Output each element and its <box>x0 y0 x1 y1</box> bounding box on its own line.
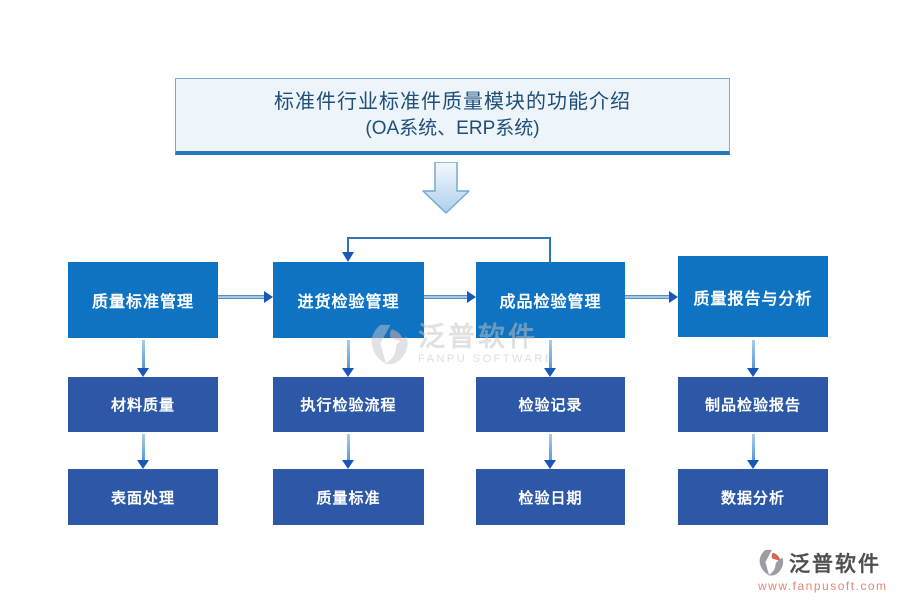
arrow-down-icon <box>747 340 759 377</box>
arrow-down-icon <box>342 434 354 469</box>
footer-logo: 泛普软件 www.fanpusoft.com <box>756 548 888 593</box>
arrow-down-icon <box>544 340 556 377</box>
arrow-down-icon <box>544 434 556 469</box>
title-box: 标准件行业标准件质量模块的功能介绍 (OA系统、ERP系统) <box>175 78 730 155</box>
arrow-down-icon <box>137 434 149 469</box>
header-label: 质量报告与分析 <box>693 290 813 308</box>
item-label: 制品检验报告 <box>704 397 801 414</box>
item-box-data-analysis: 数据分析 <box>678 469 828 525</box>
connector-right-drop-line <box>549 237 551 262</box>
connector-left-drop-line <box>347 237 349 253</box>
connector-left-arrowhead-icon <box>342 252 354 262</box>
arrow-down-icon <box>137 340 149 377</box>
item-box-inspection-date: 检验日期 <box>476 469 625 525</box>
arrow-right-icon <box>625 291 678 303</box>
item-label: 数据分析 <box>720 489 785 507</box>
item-box-material-quality: 材料质量 <box>68 377 218 432</box>
header-box-incoming-inspection-mgmt: 进货检验管理 <box>273 262 424 338</box>
header-box-quality-standard-mgmt: 质量标准管理 <box>68 262 218 338</box>
item-label: 执行检验流程 <box>300 397 397 414</box>
header-label: 质量标准管理 <box>91 294 194 311</box>
item-box-quality-standard: 质量标准 <box>273 469 424 525</box>
header-label: 进货检验管理 <box>297 294 400 311</box>
item-label: 表面处理 <box>110 489 175 507</box>
item-box-product-inspection-report: 制品检验报告 <box>678 377 828 432</box>
arrow-down-icon <box>342 340 354 377</box>
header-box-finished-product-inspection-mgmt: 成品检验管理 <box>476 262 625 338</box>
item-box-surface-treatment: 表面处理 <box>68 469 218 525</box>
page-subtitle: (OA系统、ERP系统) <box>365 118 540 139</box>
footer-logo-name: 泛普软件 <box>789 553 881 576</box>
item-label: 材料质量 <box>110 397 175 414</box>
arrow-down-icon <box>747 434 759 469</box>
arrow-right-icon <box>218 291 273 303</box>
fanpu-logo-icon <box>759 549 784 576</box>
big-down-arrow-icon <box>422 162 470 214</box>
header-box-quality-report-analysis: 质量报告与分析 <box>678 256 828 337</box>
item-box-execute-inspection-process: 执行检验流程 <box>273 377 424 432</box>
header-label: 成品检验管理 <box>499 294 602 311</box>
connector-horizontal-line <box>348 237 551 239</box>
item-label: 质量标准 <box>316 489 381 507</box>
item-box-inspection-record: 检验记录 <box>476 377 625 432</box>
page-title: 标准件行业标准件质量模块的功能介绍 <box>274 91 631 113</box>
watermark-subtitle: FANPU SOFTWARE <box>418 353 555 365</box>
item-label: 检验日期 <box>518 489 583 507</box>
arrow-right-icon <box>424 291 476 303</box>
footer-logo-url: www.fanpusoft.com <box>758 579 888 593</box>
item-label: 检验记录 <box>518 397 583 414</box>
